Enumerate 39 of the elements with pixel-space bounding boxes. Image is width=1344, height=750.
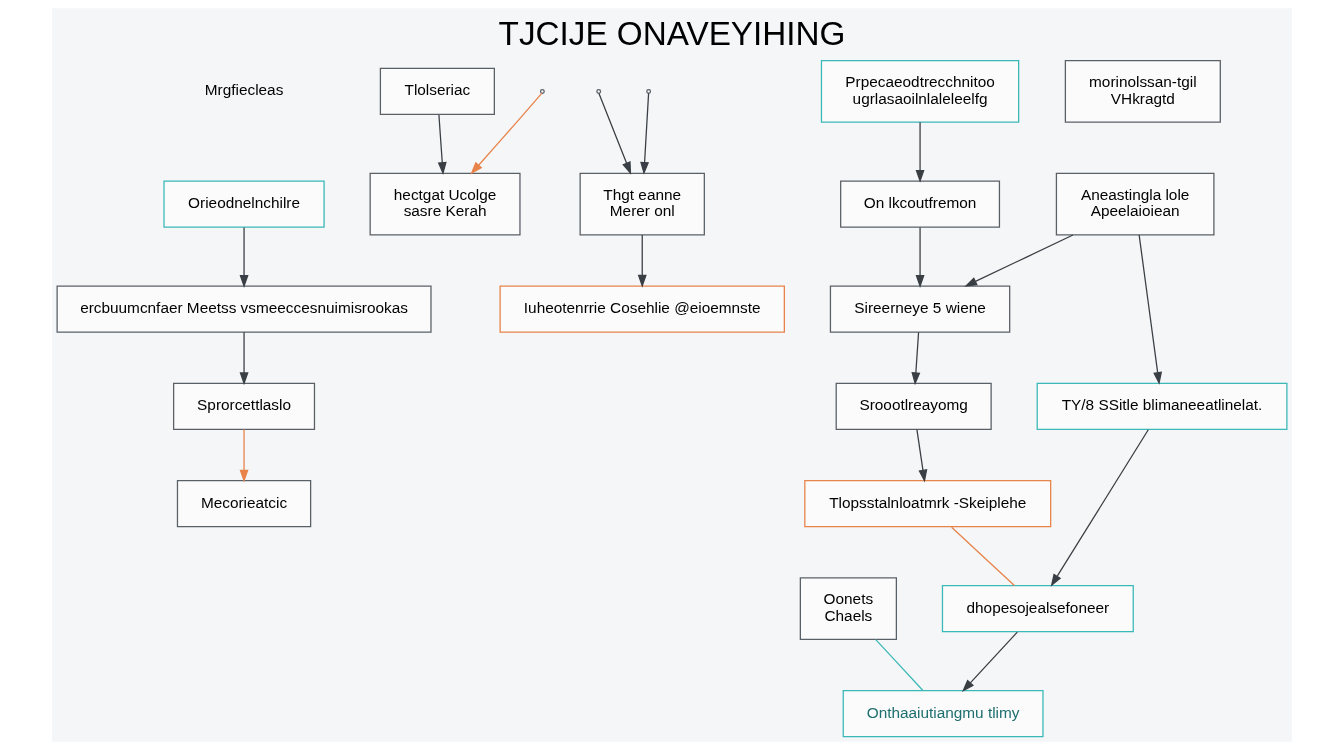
arrow [437, 114, 447, 175]
arrow [1138, 234, 1163, 385]
arrow [640, 92, 650, 175]
node-box: Sprorcettlaslo [173, 382, 316, 431]
node-box: Oonets Chaels [799, 577, 897, 641]
arrow [598, 92, 632, 175]
node-box: morinolssan-tgil VHkragtd [1064, 60, 1221, 123]
arrow [964, 234, 1074, 287]
arrow [915, 121, 925, 183]
arrow [470, 92, 543, 175]
node-box: Aneastingla lole Apeelaioiean [1055, 172, 1215, 236]
arrow [239, 226, 249, 288]
arrow [962, 631, 1018, 692]
node-box: Tlopsstalnloatmrk -Skeiplehe [804, 480, 1052, 528]
node-box: Tlolseriac [379, 67, 495, 116]
node-box: ercbuumcnfaer Meetss vsmeeccesnuimisrookas [56, 285, 432, 333]
node-box: On lkcoutfremon [840, 180, 1001, 228]
node-box: hectgat Ucolge sasre Kerah [369, 172, 521, 236]
node-box: Sroootlreayomg [835, 382, 992, 431]
diagram-title: TJCIJE ONAVEYIHING [498, 15, 846, 53]
arrow [916, 429, 928, 483]
node-box: Onthaaiutiangmu tlimy [842, 689, 1044, 738]
arrow [911, 331, 921, 386]
connector [875, 638, 924, 691]
arrow [1050, 429, 1149, 587]
node-box: Thgt eanne Merer onl [579, 172, 705, 236]
arrow [637, 234, 647, 288]
connector [951, 526, 1016, 587]
node-box: Prpecaeodtrecchnitoo ugrlasaoilnlaleleelfg [820, 60, 1020, 123]
arrow [915, 226, 925, 288]
node-box: dhopesojealsefoneer [941, 584, 1134, 633]
node-box: Iuheotenrrie Cosehlie @eioemnste [499, 285, 785, 333]
node-box: TY/8 SSitle blimaneeatlinelat. [1036, 382, 1288, 431]
label: Mrgfiecleas [204, 81, 284, 99]
node-box: Orieodnelnchilre [163, 180, 325, 228]
node-box: Sireerneye 5 wiene [829, 285, 1011, 333]
arrow [239, 331, 249, 386]
node-box: Mecorieatcic [176, 480, 312, 528]
arrow [239, 429, 249, 483]
